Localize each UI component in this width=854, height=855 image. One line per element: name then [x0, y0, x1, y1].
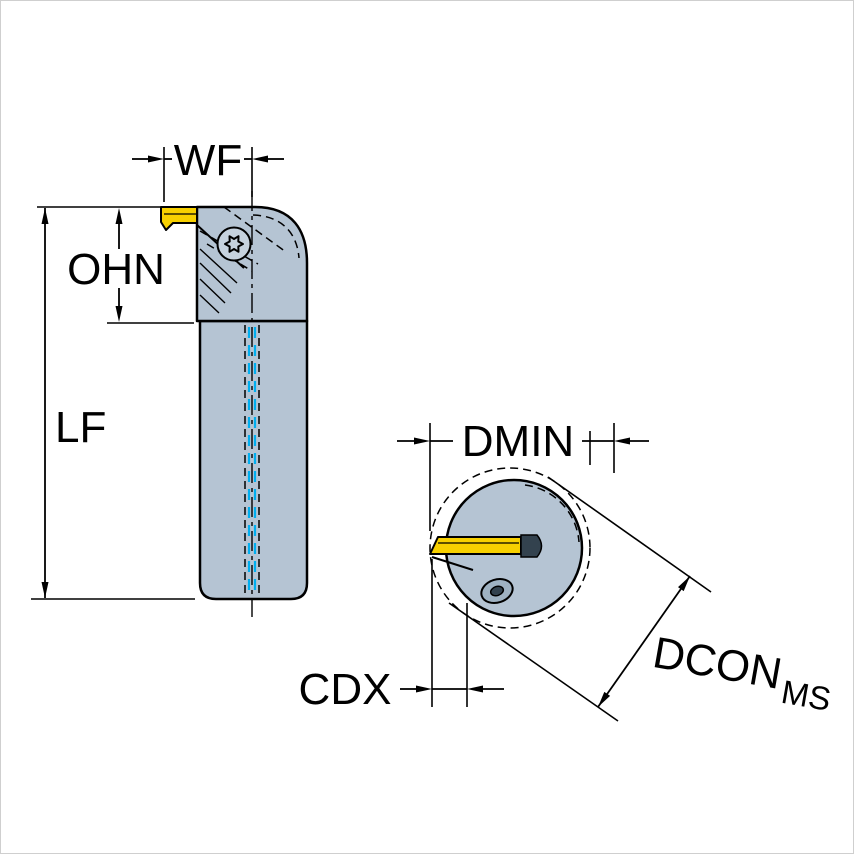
cutting-insert-side — [160, 206, 198, 231]
label-cdx: CDX — [299, 665, 392, 714]
clamp-screw — [480, 577, 514, 605]
tool-shank — [198, 319, 309, 601]
cross-section-view — [429, 467, 591, 629]
dimension-wf: WF — [132, 136, 284, 202]
label-wf: WF — [174, 136, 242, 185]
dimension-cdx: CDX — [299, 559, 504, 714]
insert-clamp — [520, 534, 543, 558]
cutting-insert-front — [429, 536, 522, 555]
dimension-ohn: OHN — [67, 208, 194, 324]
label-ohn: OHN — [67, 245, 165, 294]
slot-edge — [431, 556, 474, 571]
torx-screw — [216, 226, 252, 262]
torx-star-icon — [224, 235, 244, 253]
label-dcon-subscript: MS — [779, 673, 834, 718]
label-dmin: DMIN — [462, 417, 574, 466]
dimension-dmin: DMIN — [397, 417, 649, 531]
dmin-bore-circle — [429, 467, 591, 629]
seat-hidden-arc — [524, 484, 580, 543]
relief-hatch-lines — [199, 248, 238, 314]
dimension-lf: LF — [31, 206, 195, 600]
side-view — [160, 191, 309, 617]
coolant-channel — [247, 327, 257, 591]
label-lf: LF — [55, 403, 106, 452]
label-dcon: DCON — [649, 628, 785, 699]
coolant-bore-hidden — [244, 325, 260, 593]
